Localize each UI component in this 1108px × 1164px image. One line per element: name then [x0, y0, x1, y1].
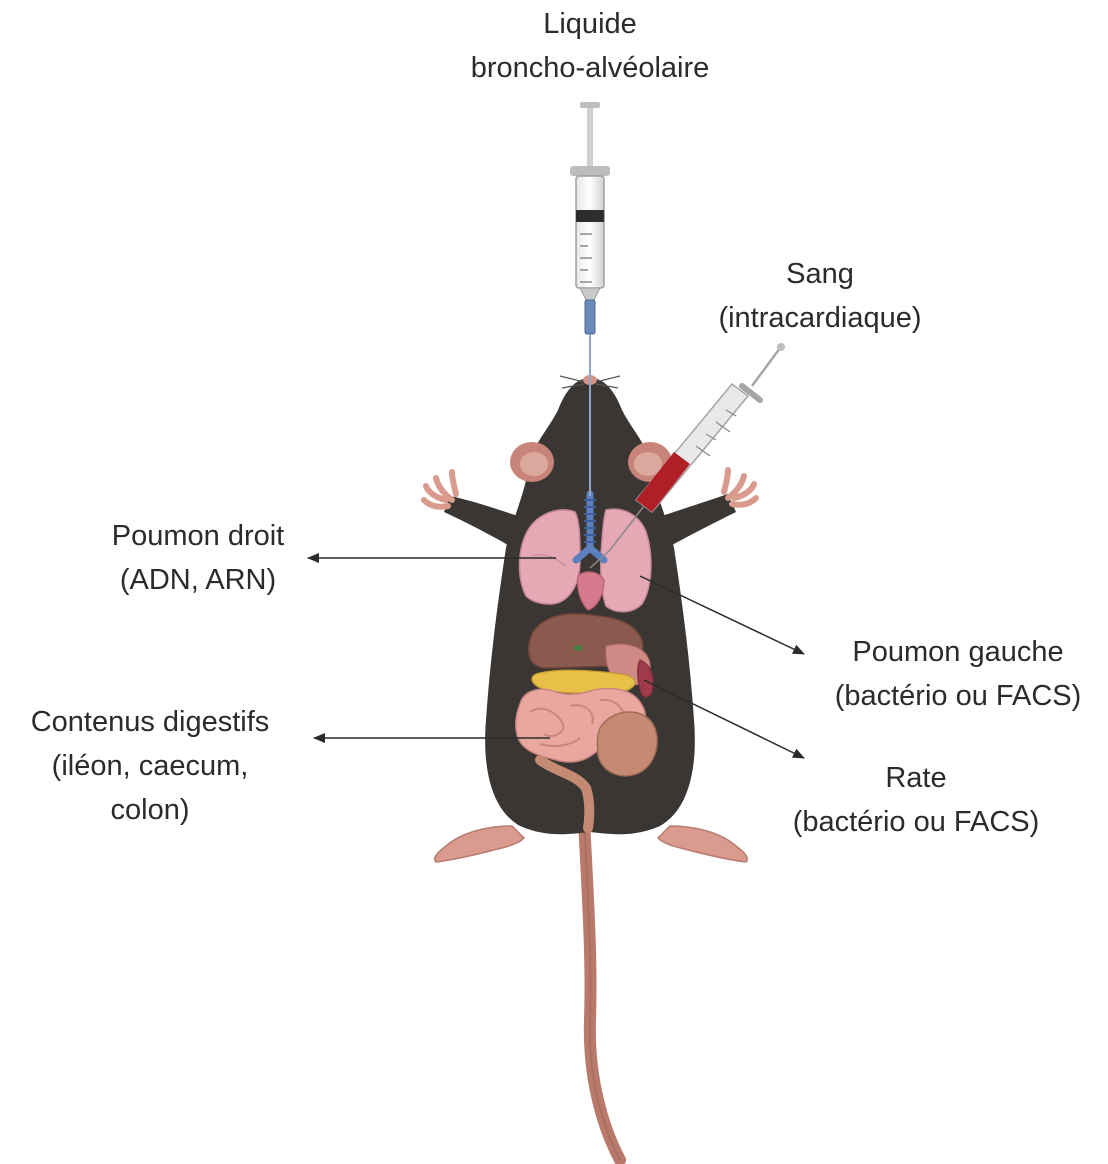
mouse-tail	[584, 820, 620, 1160]
mouse-left-ear	[510, 442, 554, 482]
right-lung-label: Poumon droit (ADN, ARN)	[78, 514, 318, 602]
left-lung-label-line1: Poumon gauche	[810, 630, 1106, 674]
bal-label-line2: broncho-alvéolaire	[430, 46, 750, 90]
digestive-label: Contenus digestifs (iléon, caecum, colon…	[2, 700, 298, 832]
digestive-label-line2: (iléon, caecum,	[2, 744, 298, 788]
digestive-label-line1: Contenus digestifs	[2, 700, 298, 744]
digestive-label-line3: colon)	[2, 788, 298, 832]
right-lung-label-line1: Poumon droit	[78, 514, 318, 558]
blood-label-line2: (intracardiaque)	[680, 296, 960, 340]
spleen-label-line2: (bactério ou FACS)	[768, 800, 1064, 844]
caecum	[597, 712, 657, 776]
bal-label: Liquide broncho-alvéolaire	[430, 2, 750, 90]
spleen-label-line1: Rate	[768, 756, 1064, 800]
right-lung-label-line2: (ADN, ARN)	[78, 558, 318, 602]
spleen-label: Rate (bactério ou FACS)	[768, 756, 1064, 844]
bal-label-line1: Liquide	[430, 2, 750, 46]
left-lung-label-line2: (bactério ou FACS)	[810, 674, 1106, 718]
mouse-left-hind-foot	[435, 826, 524, 862]
mouse-right-hind-foot	[658, 826, 747, 862]
left-lung-label: Poumon gauche (bactério ou FACS)	[810, 630, 1106, 718]
blood-label-line1: Sang	[680, 252, 960, 296]
blood-label: Sang (intracardiaque)	[680, 252, 960, 340]
